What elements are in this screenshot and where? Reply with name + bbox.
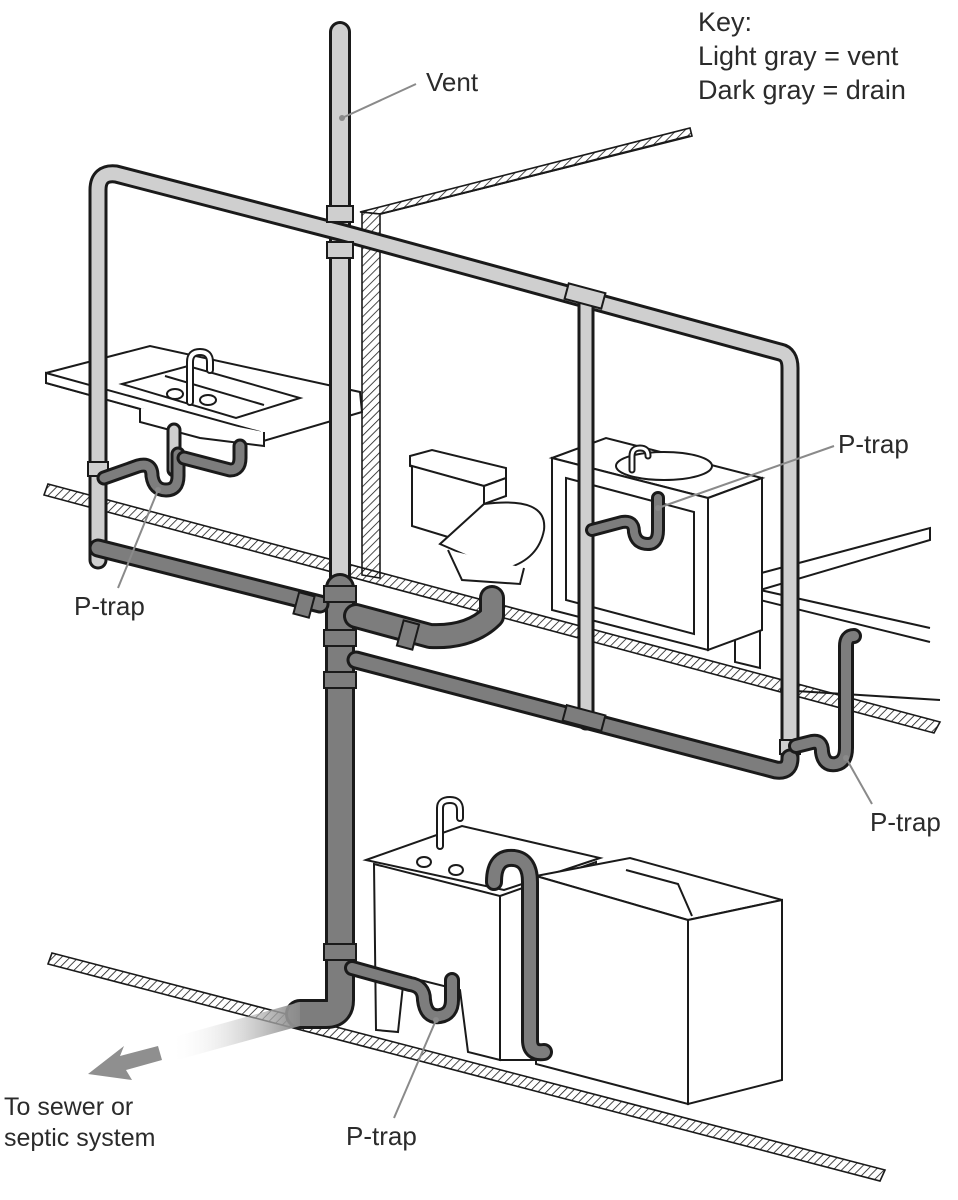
ptrap-tub-label: P-trap [870,807,941,837]
kitchen-sink [45,344,364,448]
ptrap-bath-leader [657,445,835,509]
basement-floor-slab [46,952,887,1182]
ptrap-bath-sink-label: P-trap [838,429,909,459]
legend-vent: Light gray = vent [698,40,899,71]
toilet [409,448,546,586]
legend-title: Key: [698,7,753,37]
vent-label: Vent [426,67,479,97]
ptrap-laundry-label: P-trap [346,1121,417,1151]
sewer-outflow [170,1002,300,1062]
ptrap-kitchen-label: P-trap [74,591,145,621]
legend-key: Key: Light gray = vent Dark gray = drain [698,6,906,107]
drain-pipes [88,438,862,1062]
sewer-label-line2: septic system [4,1124,156,1153]
legend-drain: Dark gray = drain [698,74,906,105]
sewer-label: To sewer or septic system [4,1092,155,1155]
washing-machine [535,856,783,1106]
vent-pipes [87,21,801,766]
sewer-label-line1: To sewer or [4,1093,134,1121]
ptrap-tub-leader [845,757,873,805]
partition-wall [359,127,693,579]
ptrap-laundry-leader [393,1019,437,1119]
vent-leader [341,83,417,119]
ptrap-kitchen-leader [117,489,159,589]
bathtub [734,526,941,701]
sewer-arrow [88,1046,162,1080]
